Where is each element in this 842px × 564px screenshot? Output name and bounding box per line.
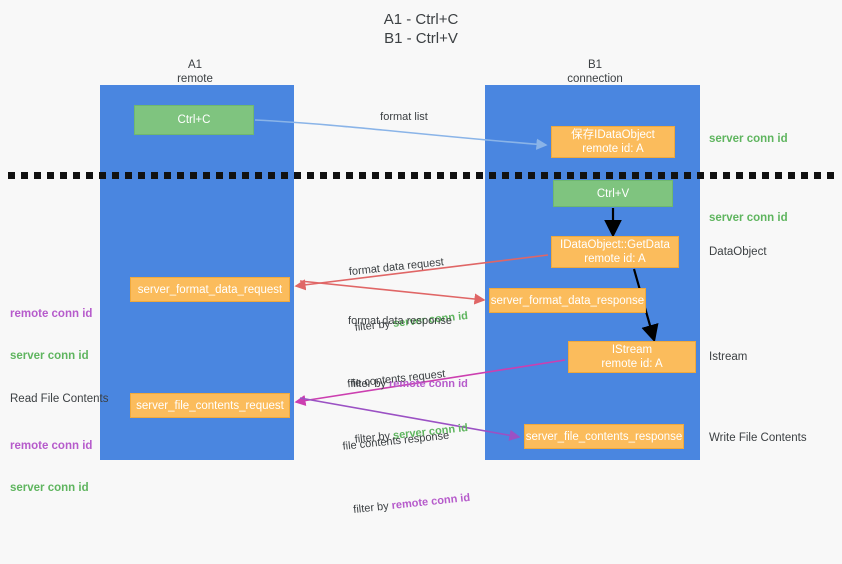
- box-ctrl-c[interactable]: Ctrl+C: [134, 105, 254, 135]
- server-conn-id-token: server conn id: [10, 350, 89, 362]
- note-write-file-contents: Write File Contents: [709, 432, 807, 444]
- divider-dashed-line: [8, 172, 836, 179]
- edge-label-file-contents-request-title: file contents request: [346, 368, 446, 391]
- box-idataobject[interactable]: 保存IDataObject remote id: A: [551, 126, 675, 158]
- note-server-conn-id-middle: server conn id: [709, 212, 788, 224]
- edge-label-file-contents-response-title: file contents response: [342, 429, 450, 453]
- note-istream: Istream: [709, 351, 748, 363]
- box-server-file-contents-response[interactable]: server_file_contents_response: [524, 424, 684, 449]
- box-server-file-contents-request[interactable]: server_file_contents_request: [130, 393, 290, 418]
- note-dataobject: DataObject: [709, 246, 767, 258]
- edge-label-file-contents-response: file contents response filter by remote …: [293, 396, 507, 564]
- edge-label-format-data-response-filter: filter by remote conn id: [350, 378, 468, 390]
- note-server-conn-id-top: server conn id: [709, 133, 788, 145]
- remote-conn-id-token: remote conn id: [389, 378, 468, 390]
- diagram-canvas: A1 - Ctrl+C B1 - Ctrl+V A1 remote B1 con…: [8, 11, 836, 516]
- remote-conn-id-token: remote conn id: [10, 440, 93, 452]
- column-header-b1: B1 connection: [567, 59, 623, 85]
- note-read-file-contents: Read File Contents: [10, 393, 109, 405]
- edge-label-file-contents-response-filter: filter by remote conn id: [352, 491, 471, 517]
- note-conn-ids-bottom: remote conn id server conn id: [10, 411, 92, 523]
- box-server-format-data-response[interactable]: server_format_data_response: [489, 288, 646, 313]
- box-istream[interactable]: IStream remote id: A: [568, 341, 696, 373]
- box-idataobject-getdata[interactable]: IDataObject::GetData remote id: A: [551, 236, 679, 268]
- edge-label-format-data-response: format data response filter by remote co…: [300, 286, 500, 433]
- edge-label-format-data-request-title: format data request: [348, 256, 445, 279]
- server-conn-id-token: server conn id: [10, 482, 89, 494]
- note-conn-ids-top: remote conn id server conn id: [10, 279, 92, 391]
- box-ctrl-v[interactable]: Ctrl+V: [553, 180, 673, 207]
- column-header-a1: A1 remote: [177, 59, 213, 85]
- edge-label-format-list: format list: [380, 111, 428, 123]
- page-title: A1 - Ctrl+C B1 - Ctrl+V: [383, 11, 459, 47]
- box-server-format-data-request[interactable]: server_format_data_request: [130, 277, 290, 302]
- remote-conn-id-token: remote conn id: [391, 491, 471, 512]
- remote-conn-id-token: remote conn id: [10, 308, 93, 320]
- edge-label-format-data-response-title: format data response: [348, 315, 452, 327]
